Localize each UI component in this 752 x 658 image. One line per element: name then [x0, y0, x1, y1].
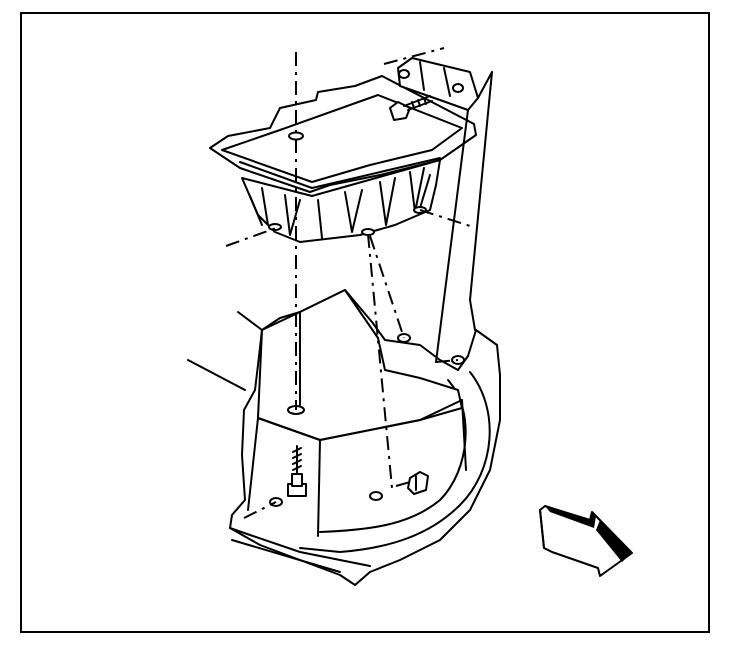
lower-housing [187, 289, 501, 586]
upper-tray [209, 75, 477, 243]
bolt-upper [389, 95, 433, 121]
retainer-clip [407, 471, 429, 495]
arrow-icon [539, 505, 633, 577]
mounting-bracket [397, 57, 493, 363]
tray-mount-hole [288, 131, 304, 141]
alignment-lines [225, 47, 471, 519]
fastener-hole-d [369, 491, 383, 501]
screw-lower [287, 445, 307, 497]
